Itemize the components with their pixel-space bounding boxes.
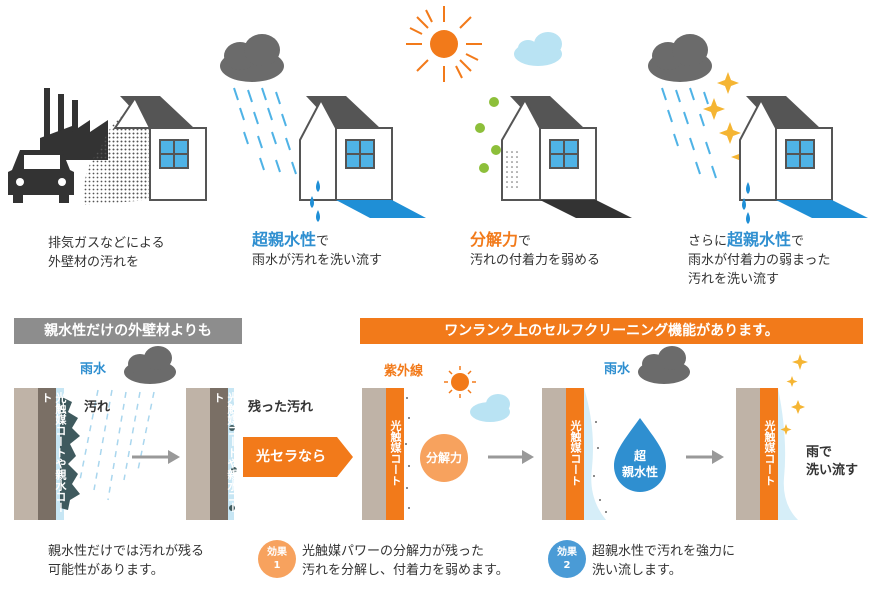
rain-cloud-icon-2 xyxy=(648,34,717,179)
effect1-badge: 効果 1 xyxy=(258,540,296,578)
wall-e-coat-text: 光触媒コート xyxy=(763,420,776,486)
arrow-gray-1 xyxy=(132,450,180,464)
step4-highlight: 超親水性 xyxy=(727,230,792,249)
water-drop-icon xyxy=(614,418,666,492)
step1-line1: 排気ガスなどによる xyxy=(48,236,165,251)
effect1-badge-label: 効果 xyxy=(267,547,287,558)
sparkle-icons-2 xyxy=(780,354,808,435)
rain-label-1: 雨水 xyxy=(80,362,107,377)
wall-b-coat-text: 光触媒コートや親水コート xyxy=(212,392,239,513)
step2-line2: 雨水が汚れを洗い流す xyxy=(252,253,383,268)
step1-caption: 排気ガスなどによる 外壁材の汚れを xyxy=(48,234,165,272)
wash-away-line1: 雨で xyxy=(806,445,833,460)
wall-c xyxy=(362,388,412,520)
step3-highlight: 分解力 xyxy=(470,230,519,249)
wall-b xyxy=(186,388,237,520)
step2-highlight: 超親水性 xyxy=(252,230,317,249)
arrow-gray-2 xyxy=(488,450,534,464)
step3-suffix: で xyxy=(518,234,532,249)
house-icon-1 xyxy=(108,96,207,201)
wash-away-label: 雨で 洗い流す xyxy=(806,444,858,480)
effect2-line1: 超親水性で汚れを強力に xyxy=(592,544,736,559)
wash-away-line2: 洗い流す xyxy=(806,463,859,478)
caption-left-line2: 可能性があります。 xyxy=(48,563,164,578)
step3-line2: 汚れの付着力を弱める xyxy=(470,253,601,268)
effect2-line2: 洗い流します。 xyxy=(592,563,682,578)
effect1-badge-number: 1 xyxy=(273,560,281,571)
car-icon xyxy=(8,150,74,203)
effect1-text: 光触媒パワーの分解力が残った 汚れを分解し、付着力を弱めます。 xyxy=(302,542,509,580)
effect2-badge-label: 効果 xyxy=(557,547,577,558)
step4-prefix: さらに xyxy=(688,234,728,249)
uv-label: 紫外線 xyxy=(384,364,424,379)
caption-left: 親水性だけでは汚れが残る 可能性があります。 xyxy=(48,542,204,580)
superhydro-line1: 超 xyxy=(633,449,646,463)
arrow-label: 光セラなら xyxy=(256,449,326,465)
rain-cloud-icon-3 xyxy=(79,346,176,501)
wall-a xyxy=(14,388,80,520)
dirt-label: 汚れ xyxy=(84,400,111,415)
rain-label-2: 雨水 xyxy=(604,362,631,377)
effect2-text: 超親水性で汚れを強力に 洗い流します。 xyxy=(592,542,735,580)
factory-icon xyxy=(40,88,108,160)
step3-caption: 分解力で 汚れの付着力を弱める xyxy=(470,230,600,270)
caption-left-line1: 親水性だけでは汚れが残る xyxy=(48,544,205,559)
step2-suffix: で xyxy=(316,234,330,249)
house-icon-3 xyxy=(501,96,632,218)
remaining-dirt-label: 残った汚れ xyxy=(248,400,314,415)
arrow-hikari-sera: 光セラなら xyxy=(243,437,353,477)
rain-cloud-icon-1 xyxy=(220,34,297,175)
wall-c-coat-text: 光触媒コート xyxy=(389,420,402,486)
house-icon-2 xyxy=(299,96,426,222)
banner-left: 親水性だけの外壁材よりも xyxy=(14,318,242,344)
wall-a-coat-text: 光触媒コートや親水コート xyxy=(40,392,67,513)
superhydro-line2: 親水性 xyxy=(621,465,658,479)
step4-suffix: で xyxy=(791,234,805,249)
house-icon-4 xyxy=(739,96,868,224)
decompose-spark-icons xyxy=(475,97,501,173)
banner-right: ワンランク上のセルフクリーニング機能があります。 xyxy=(360,318,863,344)
sun-icon-2 xyxy=(444,366,476,398)
effect2-badge-number: 2 xyxy=(563,560,571,571)
superhydro-label: 超 親水性 xyxy=(614,448,666,480)
step2-caption: 超親水性で 雨水が汚れを洗い流す xyxy=(252,230,382,270)
wall-e xyxy=(736,388,798,520)
effect2-badge: 効果 2 xyxy=(548,540,586,578)
sun-icon-1 xyxy=(406,6,482,82)
decompose-circle: 分解力 xyxy=(420,434,468,482)
step4-line3: 汚れを洗い流す xyxy=(688,272,780,287)
wall-d-coat-text: 光触媒コート xyxy=(569,420,582,486)
step1-line2: 外壁材の汚れを xyxy=(48,255,140,270)
effect1-line2: 汚れを分解し、付着力を弱めます。 xyxy=(302,563,509,578)
cloud-icon-1 xyxy=(514,32,562,66)
effect1-line1: 光触媒パワーの分解力が残った xyxy=(302,544,485,559)
cloud-icon-2 xyxy=(470,394,510,422)
step4-caption: さらに超親水性で 雨水が付着力の弱まった 汚れを洗い流す xyxy=(688,230,830,289)
rain-cloud-icon-4 xyxy=(638,346,690,384)
arrow-gray-3 xyxy=(686,450,724,464)
wall-d xyxy=(542,388,607,520)
step4-line2: 雨水が付着力の弱まった xyxy=(688,253,831,268)
